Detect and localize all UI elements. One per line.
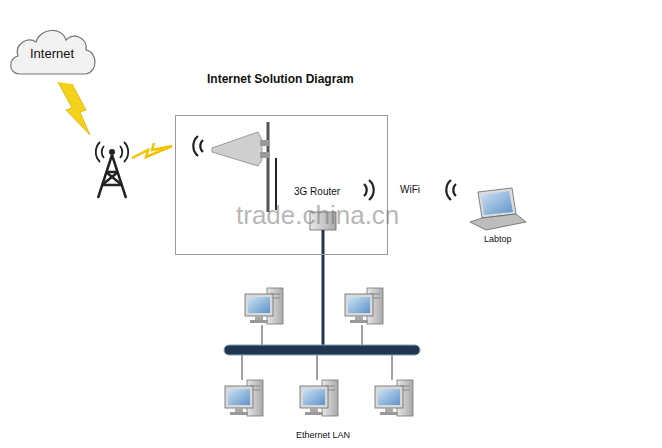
computer <box>245 288 283 324</box>
yagi-antenna <box>212 122 276 212</box>
cell-tower <box>96 142 128 198</box>
wifi-waves <box>193 136 456 200</box>
computer <box>375 380 413 416</box>
wifi-label: WiFi <box>398 184 422 195</box>
network-label: Ethernet LAN <box>296 430 350 440</box>
computer <box>225 380 263 416</box>
node-label: Internet <box>30 46 74 61</box>
lightning-bolt <box>132 143 172 158</box>
diagram-title: Internet Solution Diagram <box>207 72 354 86</box>
lightning-bolt <box>58 82 90 135</box>
watermark: trade.china.cn <box>236 200 399 231</box>
ethernet-bus <box>224 345 420 355</box>
node-label: 3G Router <box>294 186 340 197</box>
device-label: Labtop <box>484 234 512 244</box>
router-enclosure: 3G Router <box>175 115 388 255</box>
laptop <box>470 188 526 230</box>
computer <box>300 380 338 416</box>
uplink-cable <box>322 230 325 348</box>
computer <box>345 288 383 324</box>
internet-cloud: Internet <box>6 24 98 82</box>
